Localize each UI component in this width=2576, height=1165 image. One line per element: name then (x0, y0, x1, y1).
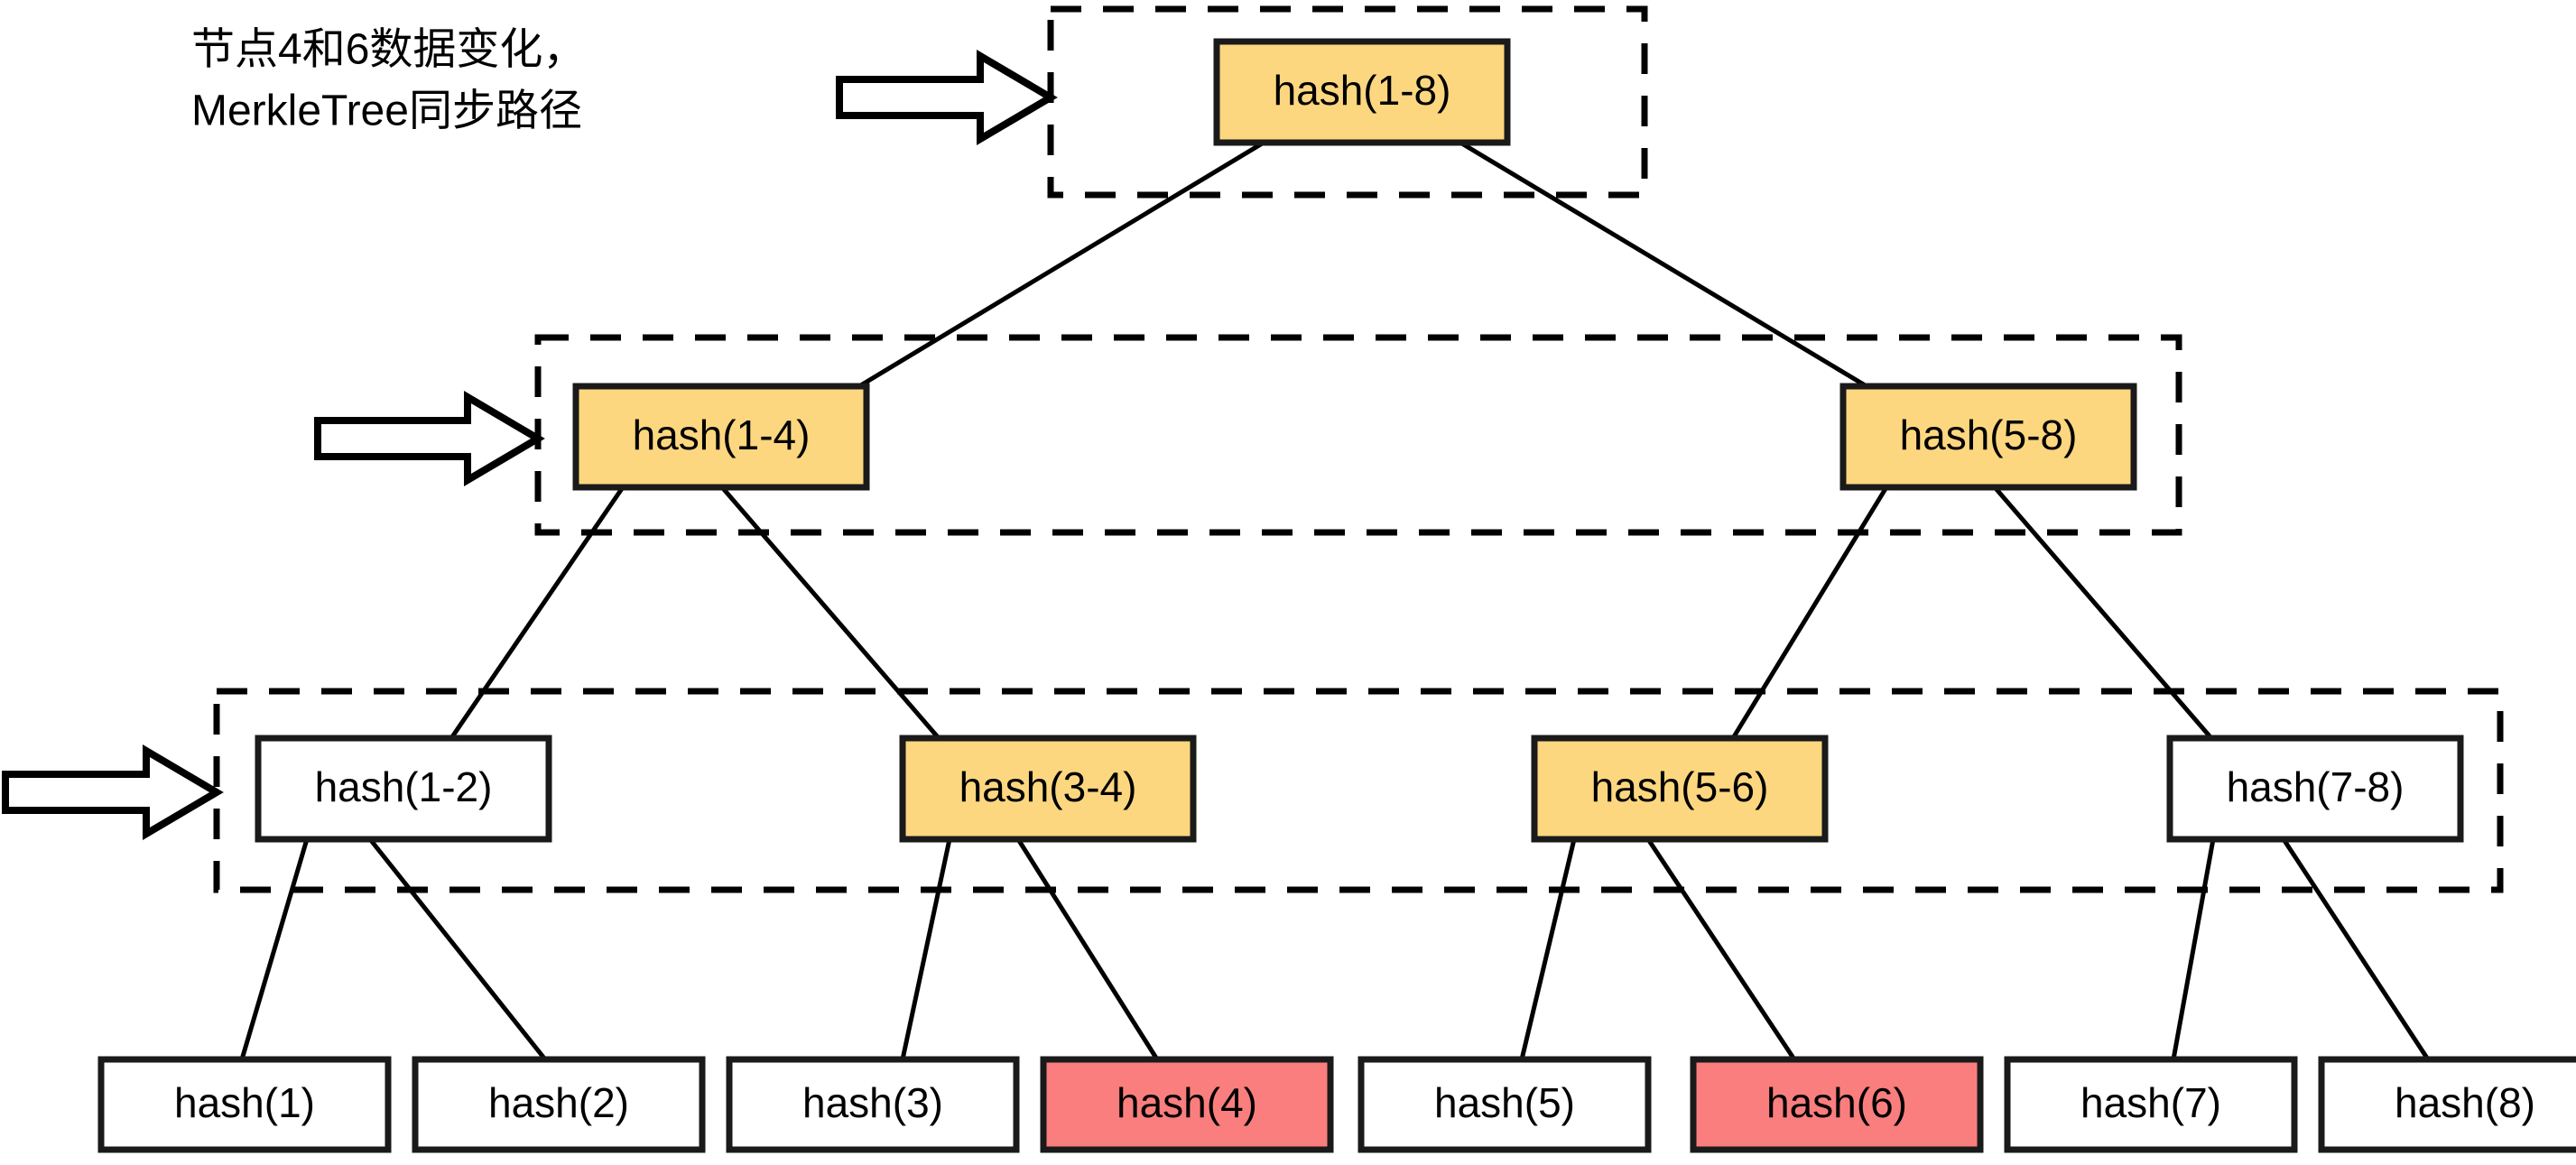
tree-node-l4[interactable]: hash(4) (1040, 1056, 1334, 1153)
tree-node-l5[interactable]: hash(5) (1357, 1056, 1652, 1153)
tree-edge-n1-2-to-l2 (368, 837, 547, 1061)
node-label-l7: hash(7) (2080, 1079, 2221, 1126)
node-label-root: hash(1-8) (1274, 67, 1451, 114)
node-box-l4[interactable] (1040, 1056, 1334, 1153)
tree-edge-n1-4-to-n3-4 (720, 485, 941, 740)
tree-edge-n3-4-to-l3 (900, 838, 952, 1060)
node-label-n3-4: hash(3-4) (959, 763, 1137, 810)
node-box-n1-2[interactable] (255, 735, 552, 843)
tree-edge-n1-4-to-n1-2 (449, 485, 625, 740)
tree-node-n5-6[interactable]: hash(5-6) (1531, 735, 1829, 843)
tree-node-l6[interactable]: hash(6) (1690, 1056, 1984, 1153)
node-box-n3-4[interactable] (899, 735, 1197, 843)
tree-nodes-layer: hash(1-8) hash(1-4) hash(5-8) hash(1-2) hash… (97, 38, 2576, 1153)
node-label-l8: hash(8) (2395, 1079, 2535, 1126)
arrow-level-3-icon (2, 744, 224, 841)
tree-node-l1[interactable]: hash(1) (97, 1056, 392, 1153)
tree-edge-n5-6-to-l5 (1519, 838, 1577, 1060)
tree-node-n5-8[interactable]: hash(5-8) (1839, 383, 2137, 491)
node-label-n1-4: hash(1-4) (633, 411, 811, 458)
node-box-root[interactable] (1213, 38, 1511, 146)
caption-line-2: MerkleTree同步路径 (191, 88, 582, 135)
node-label-l4: hash(4) (1117, 1079, 1257, 1126)
tree-edge-root-to-n1-4 (857, 140, 1265, 389)
node-label-l1: hash(1) (174, 1079, 315, 1126)
tree-node-l2[interactable]: hash(2) (412, 1056, 706, 1153)
node-box-l2[interactable] (412, 1056, 706, 1153)
tree-node-l8[interactable]: hash(8) (2318, 1056, 2576, 1153)
level-pointers (2, 49, 1058, 841)
node-label-n5-8: hash(5-8) (1900, 411, 2078, 458)
tree-edge-n7-8-to-l7 (2171, 838, 2216, 1060)
arrow-root-icon (836, 49, 1058, 146)
arrow-level-2-icon (314, 390, 545, 487)
node-label-l6: hash(6) (1766, 1079, 1907, 1126)
node-box-l5[interactable] (1357, 1056, 1652, 1153)
node-box-l3[interactable] (726, 1056, 1020, 1153)
group-level-3 (213, 688, 2504, 893)
node-label-l5: hash(5) (1434, 1079, 1575, 1126)
tree-edges-layer (239, 140, 2431, 1061)
tree-node-n1-2[interactable]: hash(1-2) (255, 735, 552, 843)
tree-node-n3-4[interactable]: hash(3-4) (899, 735, 1197, 843)
node-box-l7[interactable] (2004, 1056, 2298, 1153)
node-box-l8[interactable] (2318, 1056, 2576, 1153)
node-box-l6[interactable] (1690, 1056, 1984, 1153)
tree-edge-root-to-n5-8 (1459, 140, 1868, 389)
caption-block: 节点4和6数据变化， MerkleTree同步路径 (191, 26, 586, 135)
node-label-l2: hash(2) (488, 1079, 629, 1126)
node-box-n7-8[interactable] (2166, 735, 2464, 843)
tree-edge-n5-6-to-l6 (1645, 837, 1797, 1061)
node-label-l3: hash(3) (802, 1079, 943, 1126)
tree-node-n1-4[interactable]: hash(1-4) (572, 383, 870, 491)
tree-edge-n5-8-to-n7-8 (1993, 485, 2213, 740)
tree-node-n7-8[interactable]: hash(7-8) (2166, 735, 2464, 843)
tree-node-l7[interactable]: hash(7) (2004, 1056, 2298, 1153)
caption-line-1: 节点4和6数据变化， (191, 26, 586, 74)
tree-node-root[interactable]: hash(1-8) (1213, 38, 1511, 146)
tree-edge-n7-8-to-l8 (2281, 837, 2431, 1061)
node-label-n1-2: hash(1-2) (315, 763, 493, 810)
node-box-n1-4[interactable] (572, 383, 870, 491)
node-box-l1[interactable] (97, 1056, 392, 1153)
tree-edge-n1-2-to-l1 (239, 838, 310, 1060)
group-root (1047, 5, 1648, 199)
tree-edge-n3-4-to-l4 (1015, 837, 1160, 1061)
tree-edge-n5-8-to-n5-6 (1730, 485, 1889, 740)
node-box-n5-8[interactable] (1839, 383, 2137, 491)
node-label-n7-8: hash(7-8) (2227, 763, 2405, 810)
node-label-n5-6: hash(5-6) (1591, 763, 1769, 810)
node-box-n5-6[interactable] (1531, 735, 1829, 843)
tree-node-l3[interactable]: hash(3) (726, 1056, 1020, 1153)
